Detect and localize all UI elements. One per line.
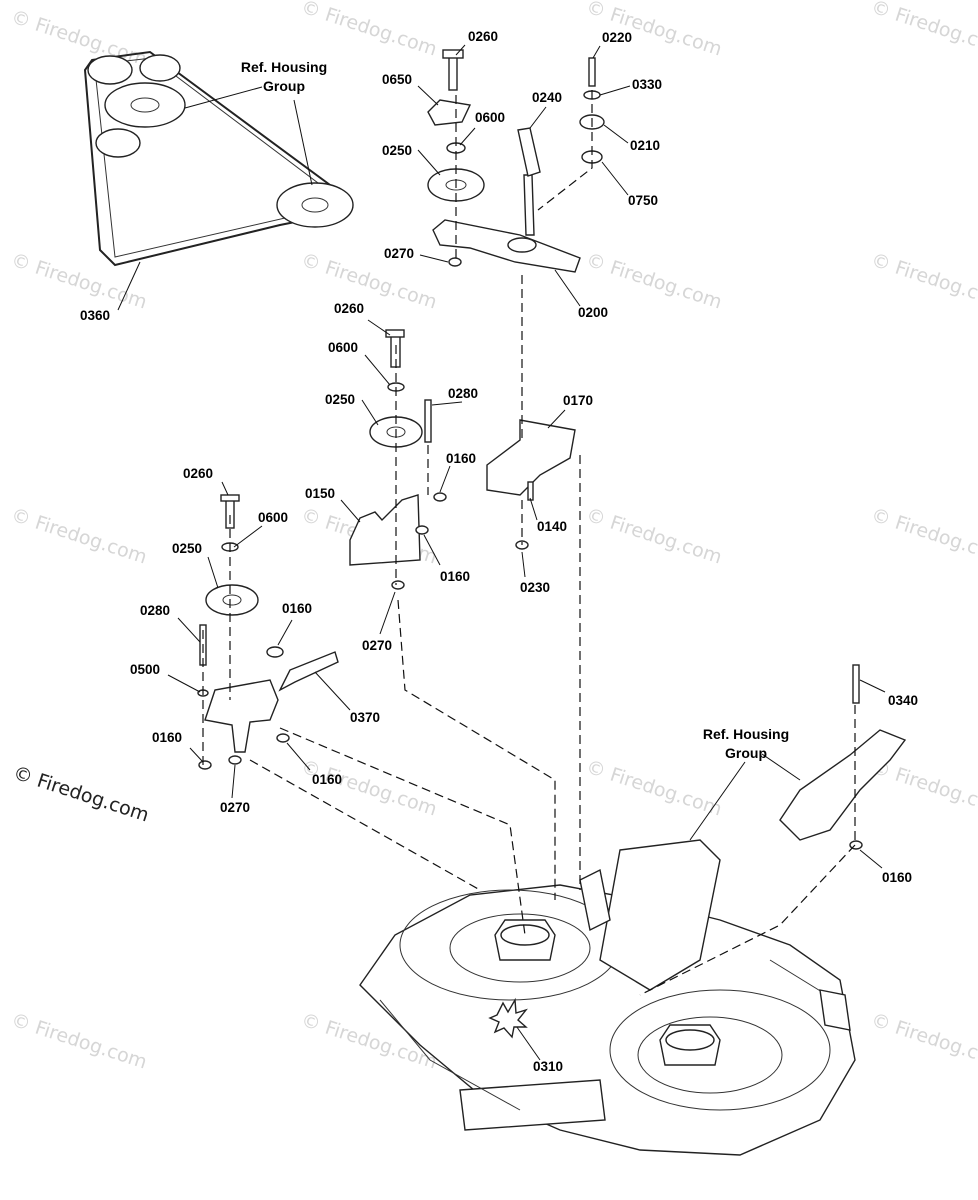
callout-0280: 0280 xyxy=(140,603,170,618)
watermark: © Firedog.com xyxy=(868,1009,978,1074)
watermark: © Firedog.com xyxy=(583,249,724,314)
mower-deck xyxy=(359,839,856,1156)
callout-0260: 0260 xyxy=(334,301,364,316)
callout-0150: 0150 xyxy=(305,486,335,501)
leader-lines xyxy=(117,44,886,1061)
callout-0140: 0140 xyxy=(537,519,567,534)
ref-housing-group-right-line1: Ref. Housing xyxy=(703,726,789,742)
callout-0310: 0310 xyxy=(533,1059,563,1074)
callout-0220: 0220 xyxy=(602,30,632,45)
callout-0750: 0750 xyxy=(628,193,658,208)
ref-housing-group-right-line2: Group xyxy=(725,745,767,761)
callout-0240: 0240 xyxy=(532,90,562,105)
callout-0170: 0170 xyxy=(563,393,593,408)
callout-0210: 0210 xyxy=(630,138,660,153)
ref-housing-group-top-line2: Group xyxy=(263,78,305,94)
alignment-lines xyxy=(202,90,856,996)
callout-0340: 0340 xyxy=(888,693,918,708)
callout-0600: 0600 xyxy=(475,110,505,125)
drive-belt-assembly xyxy=(83,50,354,267)
callout-0600: 0600 xyxy=(258,510,288,525)
callout-0500: 0500 xyxy=(130,662,160,677)
callout-0270: 0270 xyxy=(384,246,414,261)
callout-0250: 0250 xyxy=(382,143,412,158)
callout-0250: 0250 xyxy=(325,392,355,407)
part-callouts: 0260 0650 0600 0250 0270 0240 0220 0330 … xyxy=(80,29,918,1074)
callout-0650: 0650 xyxy=(382,72,412,87)
ref-housing-group-top-line1: Ref. Housing xyxy=(241,59,327,75)
callout-0270: 0270 xyxy=(220,800,250,815)
callout-0160: 0160 xyxy=(152,730,182,745)
watermark-prominent: © Firedog.com xyxy=(10,762,151,827)
callout-0230: 0230 xyxy=(520,580,550,595)
lower-idler-bracket-assembly xyxy=(197,494,339,770)
callout-0260: 0260 xyxy=(183,466,213,481)
callout-0370: 0370 xyxy=(350,710,380,725)
watermark: © Firedog.com xyxy=(8,504,149,569)
callout-0330: 0330 xyxy=(632,77,662,92)
callout-0160: 0160 xyxy=(882,870,912,885)
upper-idler-arm-assembly xyxy=(427,49,605,273)
callout-0160: 0160 xyxy=(312,772,342,787)
callout-0160: 0160 xyxy=(446,451,476,466)
watermark: © Firedog.com xyxy=(583,756,724,821)
callout-0360: 0360 xyxy=(80,308,110,323)
watermark: © Firedog.com xyxy=(8,1009,149,1074)
watermark: © Firedog.com xyxy=(8,249,149,314)
callout-0160: 0160 xyxy=(440,569,470,584)
callout-0270: 0270 xyxy=(362,638,392,653)
watermark: © Firedog.com xyxy=(298,0,439,60)
callout-0200: 0200 xyxy=(578,305,608,320)
right-bracket-assembly xyxy=(779,664,907,850)
blade-bolt-burst xyxy=(488,997,528,1039)
callout-0250: 0250 xyxy=(172,541,202,556)
watermark: © Firedog.com xyxy=(868,504,978,569)
watermark: © Firedog.com xyxy=(868,249,978,314)
watermark: © Firedog.com xyxy=(583,504,724,569)
reference-labels: Ref. Housing Group Ref. Housing Group xyxy=(241,59,789,761)
watermark: © Firedog.com xyxy=(868,0,978,60)
watermark: © Firedog.com xyxy=(298,756,439,821)
callout-0280: 0280 xyxy=(448,386,478,401)
callout-0160: 0160 xyxy=(282,601,312,616)
callout-0260: 0260 xyxy=(468,29,498,44)
callout-0600: 0600 xyxy=(328,340,358,355)
watermark: © Firedog.com xyxy=(298,249,439,314)
